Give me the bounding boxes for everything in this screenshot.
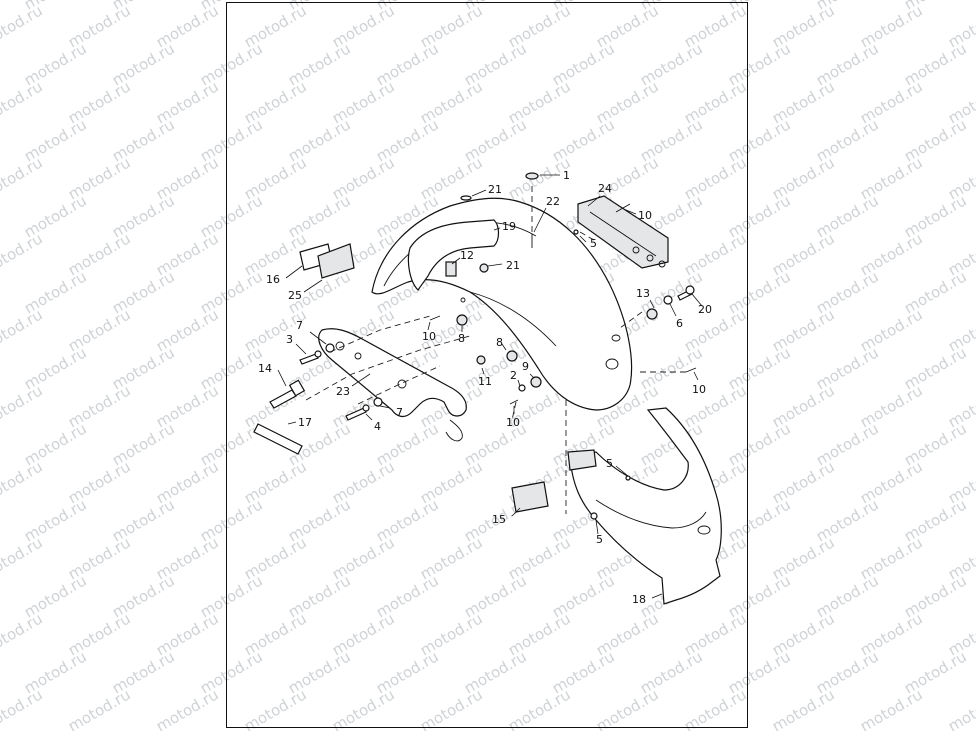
screw-5b <box>625 475 631 481</box>
bolt-20 <box>677 285 695 301</box>
screw-10a <box>615 203 631 213</box>
nut-8a <box>456 314 468 326</box>
diagram-frame <box>226 2 748 728</box>
callout-17: 17 <box>298 416 312 429</box>
callout-1: 1 <box>563 169 570 182</box>
washer-6 <box>663 295 673 305</box>
callout-labels: 1 21 22 24 10 19 5 12 21 16 25 13 20 6 7… <box>258 169 712 606</box>
bolt-2 <box>518 384 526 392</box>
callout-5a: 5 <box>590 237 597 250</box>
bolt-4 <box>345 404 370 421</box>
callout-5c: 5 <box>596 533 603 546</box>
screw-5c <box>590 512 598 520</box>
callout-15: 15 <box>492 513 506 526</box>
clip-21b <box>479 263 489 273</box>
callout-13: 13 <box>636 287 650 300</box>
callout-9: 9 <box>522 360 529 373</box>
screw-21a <box>460 195 472 201</box>
screw-5a <box>573 229 579 235</box>
callout-11: 11 <box>478 375 492 388</box>
cap-1 <box>525 172 539 180</box>
callout-18: 18 <box>632 593 646 606</box>
clamp-12 <box>445 261 457 277</box>
pad-25 <box>317 243 355 279</box>
fender-rail-23 <box>318 328 467 442</box>
callout-6: 6 <box>676 317 683 330</box>
callout-3: 3 <box>286 333 293 346</box>
callout-10b: 10 <box>422 330 436 343</box>
callout-10d: 10 <box>692 383 706 396</box>
callout-8a: 8 <box>458 332 465 345</box>
bolt-3 <box>299 350 322 365</box>
callout-16: 16 <box>266 273 280 286</box>
callout-24: 24 <box>598 182 612 195</box>
nut-11 <box>476 355 486 365</box>
washer-9 <box>530 376 542 388</box>
callout-22: 22 <box>546 195 560 208</box>
callout-5b: 5 <box>606 457 613 470</box>
callout-2: 2 <box>510 369 517 382</box>
screw-10b <box>429 315 441 321</box>
screw-10d <box>685 367 697 373</box>
washer-13 <box>646 308 658 320</box>
callout-21a: 21 <box>488 183 502 196</box>
callout-23: 23 <box>336 385 350 398</box>
callout-20: 20 <box>698 303 712 316</box>
callout-21b: 21 <box>506 259 520 272</box>
callout-25: 25 <box>288 289 302 302</box>
bolt-14 <box>269 379 306 409</box>
nut-8b <box>506 350 518 362</box>
callout-10c: 10 <box>506 416 520 429</box>
callout-10a: 10 <box>638 209 652 222</box>
callout-8b: 8 <box>496 336 503 349</box>
trim-rod-17 <box>253 423 303 455</box>
callout-7a: 7 <box>296 319 303 332</box>
screw-10c <box>509 399 519 405</box>
fender-strut-19 <box>407 219 500 291</box>
leader-lines <box>277 174 703 599</box>
washer-7b <box>373 397 383 407</box>
callout-12: 12 <box>460 249 474 262</box>
callout-4: 4 <box>374 420 381 433</box>
callout-14: 14 <box>258 362 272 375</box>
callout-7b: 7 <box>396 406 403 419</box>
taillight-bar-24 <box>577 195 669 269</box>
fender-lower-18 <box>567 407 722 605</box>
callout-19: 19 <box>502 220 516 233</box>
reflector-15 <box>511 481 549 513</box>
